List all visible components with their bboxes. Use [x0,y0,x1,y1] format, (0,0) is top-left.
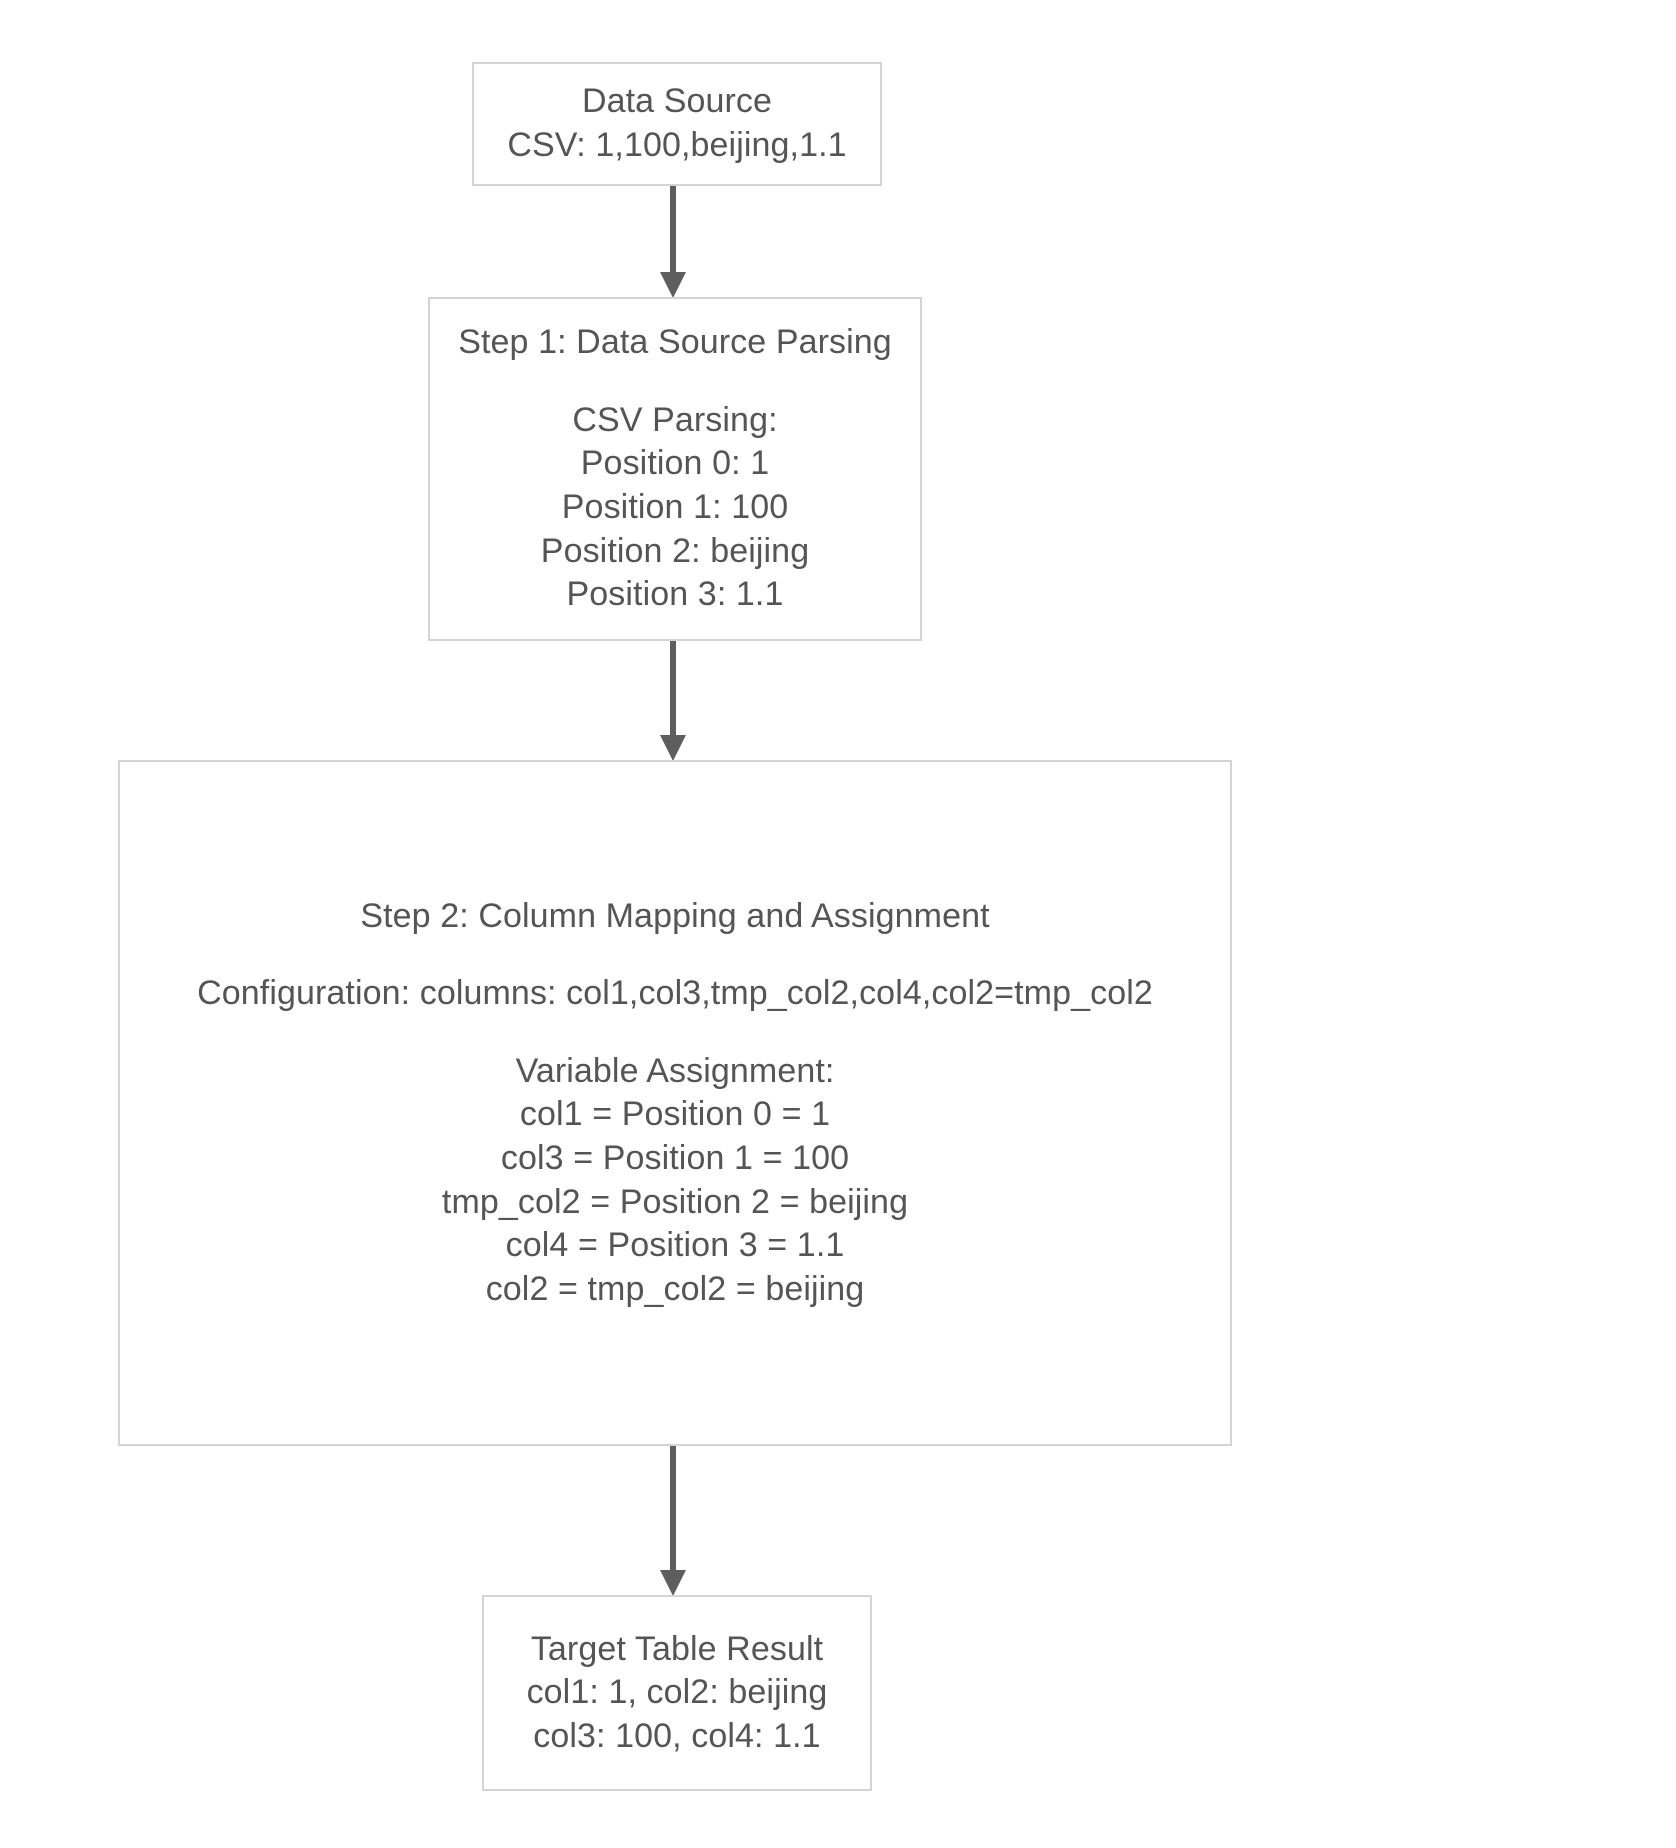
node-step2-assignment-2: col3 = Position 1 = 100 [500,1139,850,1177]
node-step2-column-mapping[interactable]: Step 2: Column Mapping and Assignment Co… [118,760,1232,1446]
arrow-step2-to-result [660,1446,686,1596]
arrow-shaft [670,1446,676,1572]
node-result-line-2: col3: 100, col4: 1.1 [533,1716,821,1755]
arrow-shaft [670,186,676,274]
node-target-table-result[interactable]: Target Table Result col1: 1, col2: beiji… [482,1595,872,1791]
node-step1-line-2: Position 0: 1 [580,444,770,483]
node-step1-line-4: Position 2: beijing [540,531,810,570]
arrow-source-to-step1 [660,186,686,298]
node-step1-data-source-parsing[interactable]: Step 1: Data Source Parsing CSV Parsing:… [428,297,922,641]
arrow-step1-to-step2 [660,641,686,761]
node-step2-title: Step 2: Column Mapping and Assignment [360,896,990,935]
node-step1-line-3: Position 1: 100 [561,488,789,526]
node-step2-assignment-3: tmp_col2 = Position 2 = beijing [441,1182,909,1221]
node-data-source-title: Data Source [581,82,773,121]
node-data-source-line-1: CSV: 1,100,beijing,1.1 [507,126,847,164]
node-step2-assignment-5: col2 = tmp_col2 = beijing [485,1269,865,1308]
node-step2-assignment-4: col4 = Position 3 = 1.1 [505,1226,845,1265]
arrow-head-icon [660,1570,686,1596]
node-step1-line-1: CSV Parsing: [572,400,778,439]
arrow-head-icon [660,735,686,761]
node-step1-title: Step 1: Data Source Parsing [458,323,892,362]
node-step2-assignment-1: col1 = Position 0 = 1 [519,1095,831,1134]
node-result-line-1: col1: 1, col2: beijing [526,1673,828,1712]
node-step2-section-label: Variable Assignment: [515,1051,835,1090]
arrow-head-icon [660,272,686,298]
node-step2-configuration: Configuration: columns: col1,col3,tmp_co… [197,974,1153,1013]
node-step1-line-5: Position 3: 1.1 [566,575,784,614]
node-result-title: Target Table Result [530,1629,824,1668]
node-data-source[interactable]: Data Source CSV: 1,100,beijing,1.1 [472,62,882,186]
arrow-shaft [670,641,676,737]
